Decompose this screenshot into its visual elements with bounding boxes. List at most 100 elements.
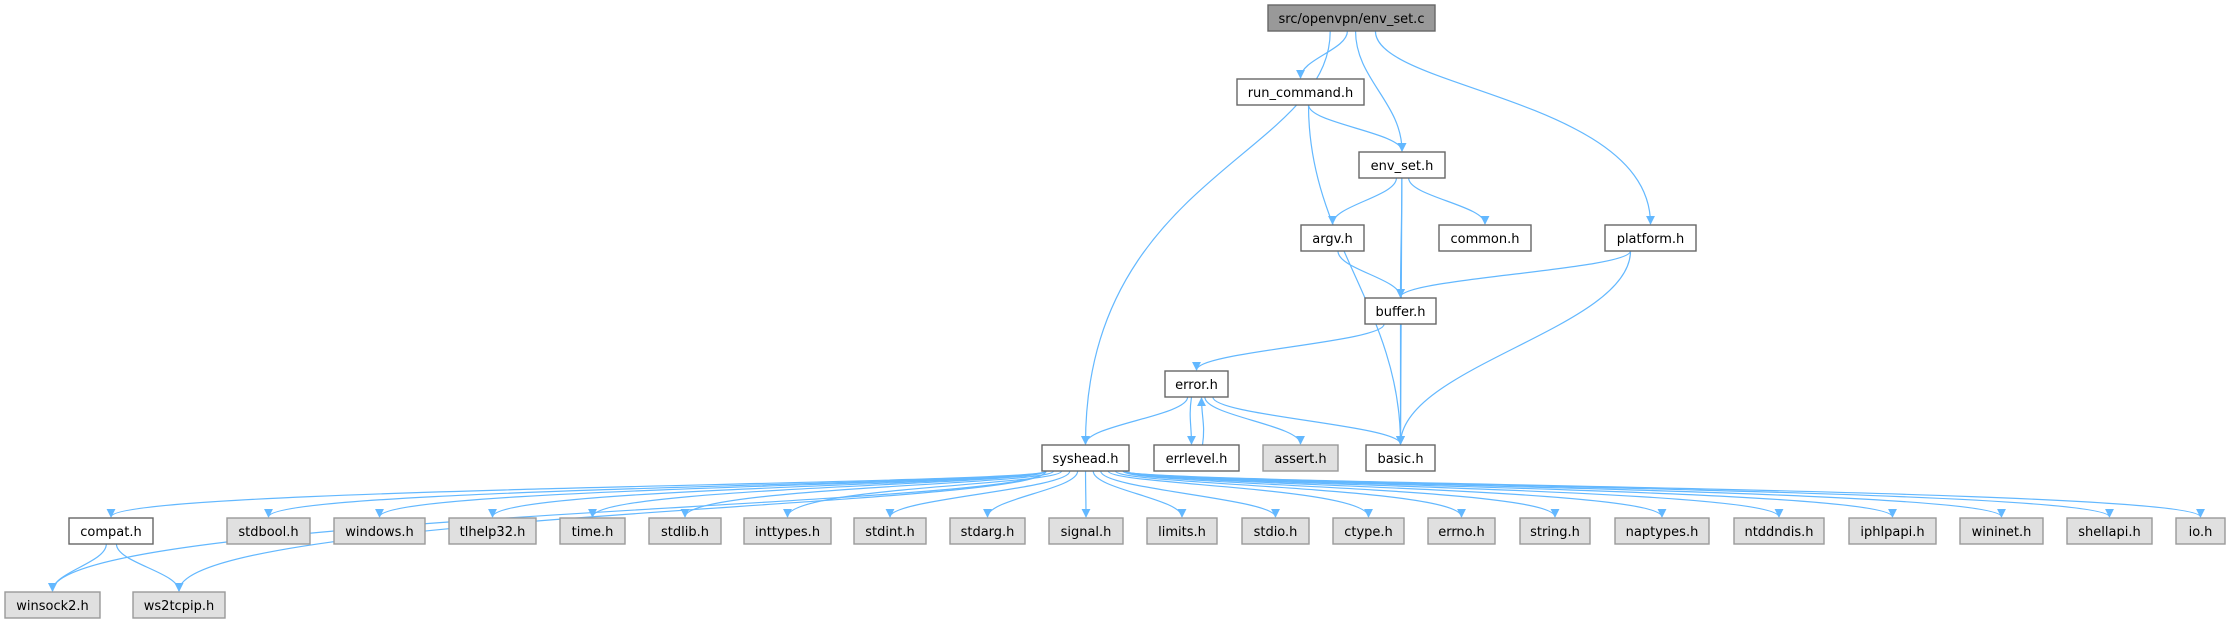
node-box (2175, 517, 2226, 545)
node-label: ws2tcpip.h (144, 599, 214, 614)
node-label: winsock2.h (16, 599, 89, 614)
node-naptypes: naptypes.h (1614, 517, 1710, 545)
node-box (132, 591, 226, 619)
node-stdbool: stdbool.h (226, 517, 311, 545)
node-box (648, 517, 722, 545)
edge-run_command-to-env_set_h (1308, 104, 1407, 152)
node-label: time.h (572, 525, 614, 540)
node-label: errlevel.h (1166, 452, 1228, 467)
edge-root-to-platform (1374, 30, 1655, 225)
node-limits: limits.h (1146, 517, 1218, 545)
node-basic[interactable]: basic.h (1365, 444, 1436, 472)
edge-root-to-syshead (1081, 30, 1331, 445)
edge-error-to-errlevel (1186, 396, 1196, 445)
node-label: assert.h (1274, 452, 1326, 467)
node-box (1164, 370, 1229, 398)
node-box (226, 517, 311, 545)
edge-error-to-basic (1212, 396, 1405, 445)
node-label: shellapi.h (2078, 525, 2140, 540)
edge-compat-to-ws2tcpip (115, 543, 184, 592)
edge-error-to-assert (1204, 396, 1305, 445)
node-label: stdarg.h (961, 525, 1015, 540)
edge-compat-to-winsock2 (48, 543, 107, 592)
node-signal: signal.h (1048, 517, 1124, 545)
node-box (1153, 444, 1240, 472)
node-buffer[interactable]: buffer.h (1364, 297, 1437, 325)
node-tlhelp32: tlhelp32.h (448, 517, 537, 545)
node-label: stdlib.h (661, 525, 709, 540)
node-label: common.h (1451, 232, 1520, 247)
node-time: time.h (559, 517, 626, 545)
node-label: ntddndis.h (1744, 525, 1813, 540)
node-box (1236, 78, 1365, 106)
node-windows: windows.h (333, 517, 426, 545)
node-box (333, 517, 426, 545)
node-io: io.h (2175, 517, 2226, 545)
node-root[interactable]: src/openvpn/env_set.c (1267, 4, 1436, 32)
node-box (1604, 224, 1697, 252)
node-stdio: stdio.h (1241, 517, 1310, 545)
node-label: tlhelp32.h (460, 525, 526, 540)
edge-env_set_h-to-common (1408, 177, 1490, 225)
node-box (743, 517, 832, 545)
node-box (1364, 297, 1437, 325)
node-label: src/openvpn/env_set.c (1279, 12, 1425, 27)
edge-syshead-to-shellapi (1124, 470, 2114, 518)
node-box (1848, 517, 1937, 545)
node-common[interactable]: common.h (1438, 224, 1532, 252)
node-winsock2: winsock2.h (4, 591, 101, 619)
node-error[interactable]: error.h (1164, 370, 1229, 398)
edge-syshead-to-string (1122, 470, 1560, 518)
node-string: string.h (1519, 517, 1591, 545)
node-label: error.h (1175, 378, 1218, 393)
node-box (559, 517, 626, 545)
node-env_set_h[interactable]: env_set.h (1358, 151, 1446, 179)
node-box (1365, 444, 1436, 472)
edge-syshead-to-stdint (885, 470, 1071, 518)
node-errno: errno.h (1427, 517, 1496, 545)
edge-syshead-to-stdlib (680, 470, 1055, 518)
node-label: platform.h (1617, 232, 1685, 247)
node-box (1041, 444, 1130, 472)
edge-root-to-run_command (1296, 30, 1349, 79)
node-label: run_command.h (1248, 86, 1354, 101)
edge-syshead-to-limits (1092, 470, 1187, 518)
edge-syshead-to-errno (1114, 470, 1466, 518)
node-box (1438, 224, 1532, 252)
node-label: env_set.h (1371, 159, 1434, 174)
node-box (1332, 517, 1405, 545)
node-box (1733, 517, 1825, 545)
edge-errlevel-to-error (1197, 397, 1207, 446)
node-box (2066, 517, 2153, 545)
node-shellapi: shellapi.h (2066, 517, 2153, 545)
node-label: naptypes.h (1626, 525, 1699, 540)
node-platform[interactable]: platform.h (1604, 224, 1697, 252)
node-label: stdio.h (1254, 525, 1298, 540)
node-label: iphlpapi.h (1860, 525, 1924, 540)
node-label: string.h (1530, 525, 1580, 540)
edge-syshead-to-stdarg (983, 470, 1079, 518)
node-label: argv.h (1312, 232, 1352, 247)
edge-syshead-to-winsock2 (48, 470, 1047, 592)
node-label: errno.h (1438, 525, 1485, 540)
node-errlevel[interactable]: errlevel.h (1153, 444, 1240, 472)
node-compat[interactable]: compat.h (68, 517, 154, 545)
node-ws2tcpip: ws2tcpip.h (132, 591, 226, 619)
node-label: stdint.h (865, 525, 914, 540)
node-label: limits.h (1158, 525, 1206, 540)
node-argv[interactable]: argv.h (1300, 224, 1365, 252)
edge-syshead-to-wininet (1124, 470, 2006, 518)
edge-syshead-to-ctype (1107, 470, 1373, 518)
node-assert: assert.h (1262, 444, 1339, 472)
edge-run_command-to-basic (1307, 104, 1405, 445)
edges-layer (48, 30, 2205, 592)
edge-buffer-to-error (1192, 323, 1385, 371)
edge-root-to-env_set_h (1354, 30, 1407, 152)
node-label: io.h (2189, 525, 2213, 540)
edge-syshead-to-inttypes (783, 470, 1063, 518)
node-stdint: stdint.h (853, 517, 927, 545)
node-box (1614, 517, 1710, 545)
node-run_command[interactable]: run_command.h (1236, 78, 1365, 106)
node-syshead[interactable]: syshead.h (1041, 444, 1130, 472)
